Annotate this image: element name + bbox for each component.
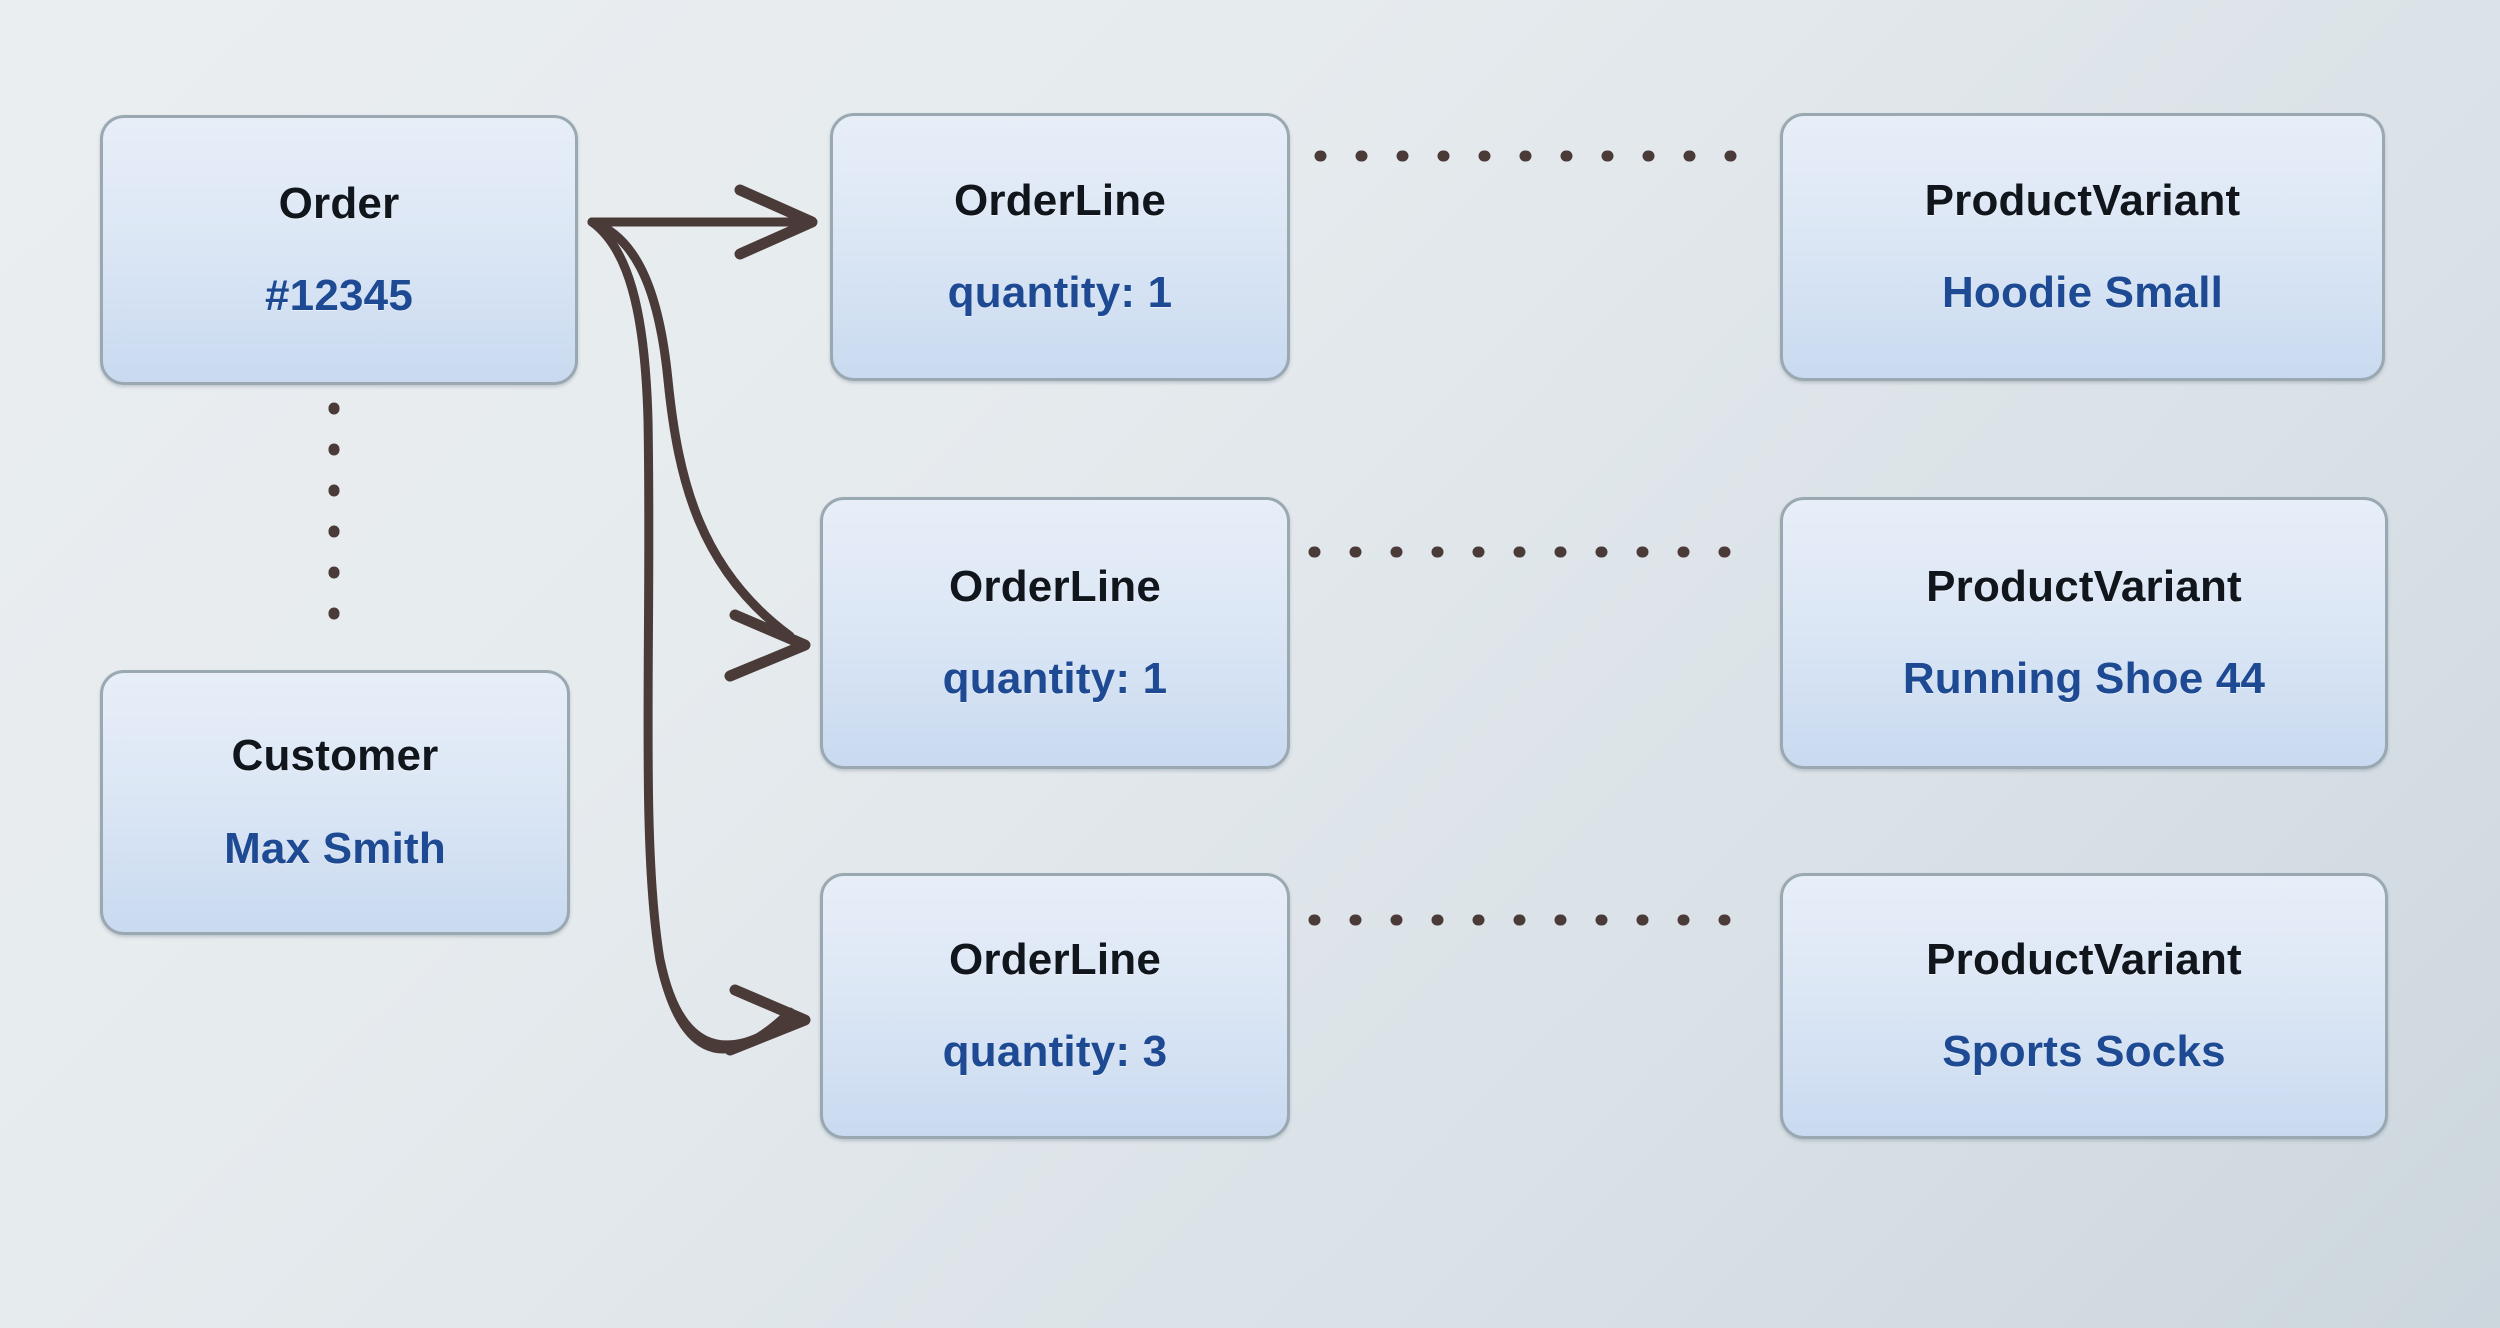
node-orderline-3-title: OrderLine bbox=[948, 934, 1162, 984]
node-productvariant-1[interactable]: ProductVariant Hoodie Small bbox=[1780, 113, 2385, 381]
edge-order-to-orderline-1 bbox=[587, 184, 818, 260]
node-order[interactable]: Order #12345 bbox=[100, 115, 578, 385]
node-orderline-1-value: quantity: 1 bbox=[947, 268, 1173, 317]
edge-order-to-orderline-3 bbox=[587, 217, 811, 1056]
node-orderline-2-value: quantity: 1 bbox=[942, 654, 1168, 703]
node-customer[interactable]: Customer Max Smith bbox=[100, 670, 570, 935]
node-productvariant-3[interactable]: ProductVariant Sports Socks bbox=[1780, 873, 2388, 1139]
node-customer-value: Max Smith bbox=[224, 823, 446, 873]
node-productvariant-3-value: Sports Socks bbox=[1942, 1027, 2226, 1076]
node-orderline-1-title: OrderLine bbox=[953, 175, 1167, 225]
edge-order-to-orderline-2 bbox=[587, 217, 811, 682]
node-orderline-2[interactable]: OrderLine quantity: 1 bbox=[820, 497, 1290, 769]
node-order-title: Order bbox=[278, 178, 400, 228]
node-productvariant-1-title: ProductVariant bbox=[1924, 175, 2241, 225]
node-productvariant-1-value: Hoodie Small bbox=[1941, 268, 2224, 317]
node-productvariant-3-title: ProductVariant bbox=[1926, 934, 2242, 984]
node-order-value: #12345 bbox=[264, 271, 414, 320]
node-productvariant-2[interactable]: ProductVariant Running Shoe 44 bbox=[1780, 497, 2388, 769]
node-productvariant-2-title: ProductVariant bbox=[1926, 561, 2242, 611]
node-orderline-1[interactable]: OrderLine quantity: 1 bbox=[830, 113, 1290, 381]
node-orderline-2-title: OrderLine bbox=[948, 561, 1162, 611]
node-customer-title: Customer bbox=[231, 731, 439, 781]
node-orderline-3[interactable]: OrderLine quantity: 3 bbox=[820, 873, 1290, 1139]
node-orderline-3-value: quantity: 3 bbox=[942, 1027, 1168, 1076]
node-productvariant-2-value: Running Shoe 44 bbox=[1902, 654, 2266, 703]
